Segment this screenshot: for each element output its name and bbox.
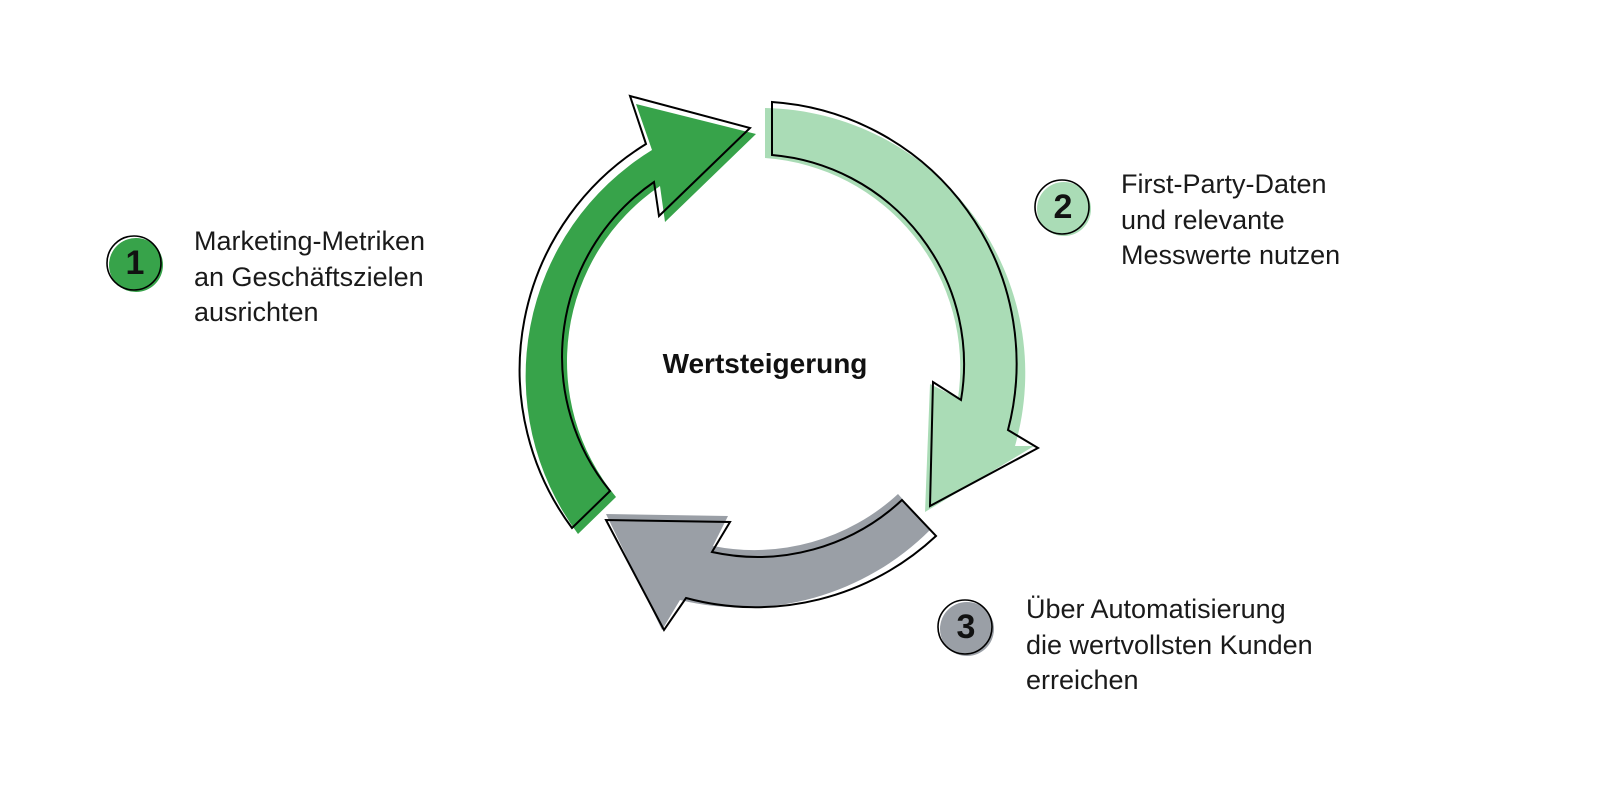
step-1-line-1: Marketing-Metriken (194, 226, 426, 256)
step-1-line-2: an Geschäftszielen (194, 261, 424, 292)
step-3-number: 3 (956, 608, 976, 646)
step-3-line-1: Über Automatisierung (1026, 594, 1286, 624)
step-1-text: Marketing-Metriken an Geschäftszielen au… (194, 224, 425, 331)
step-3-badge: 3 (937, 598, 995, 656)
step-2-number: 2 (1053, 188, 1073, 226)
step-1-circle (106, 235, 163, 292)
step-3-line-3: erreichen (1026, 665, 1139, 695)
step-2-line-1: First-Party-Daten (1121, 169, 1327, 199)
step-2-circle (1034, 179, 1091, 236)
arrow-step-1 (518, 94, 756, 534)
step-3-circle (937, 599, 994, 656)
arrow-step-2 (765, 100, 1041, 512)
step-3-text: Über Automatisierung die wertvollsten Ku… (1026, 592, 1313, 699)
step-2-text: First-Party-Daten und relevante Messwert… (1121, 167, 1340, 274)
step-1-line-3: ausrichten (194, 297, 319, 327)
step-2-line-3: Messwerte nutzen (1121, 240, 1341, 270)
step-1-number: 1 (125, 244, 145, 282)
step-2-badge: 2 (1034, 178, 1092, 236)
step-2-line-2: und relevante (1121, 204, 1285, 235)
step-1-badge: 1 (106, 234, 164, 292)
center-label: Wertsteigerung (662, 348, 868, 379)
step-3-line-2: die wertvollsten Kunden (1026, 629, 1313, 660)
arrow-step-3 (604, 494, 938, 632)
